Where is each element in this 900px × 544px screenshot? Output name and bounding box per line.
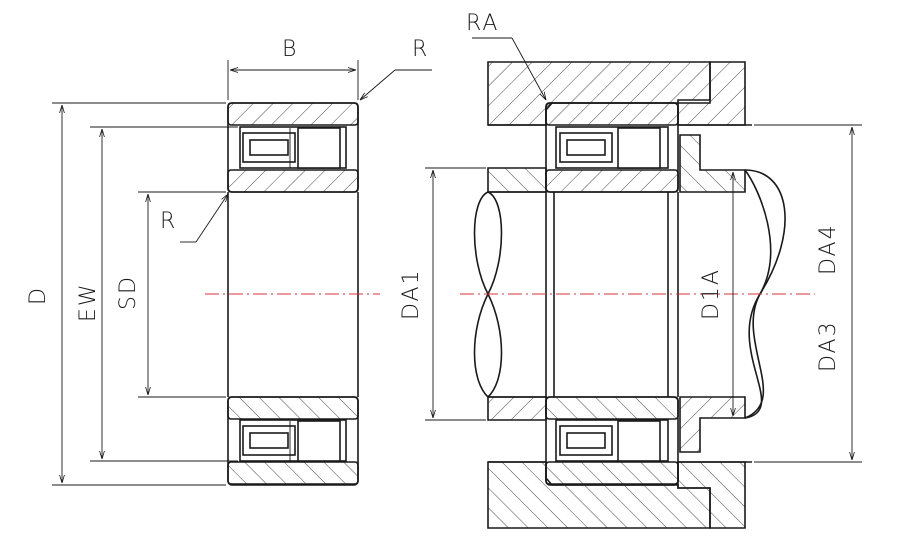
radius-leader-inner: R xyxy=(160,194,228,243)
dimension-b: B xyxy=(227,37,359,100)
right-mounting-view: RA DA1 D1A DA4 DA3 xyxy=(399,11,862,529)
label-r-top: R xyxy=(412,37,429,62)
radius-leader-top: R xyxy=(360,37,432,100)
label-ra: RA xyxy=(466,11,499,36)
radius-leader-ra: RA xyxy=(466,11,546,100)
label-sd: SD xyxy=(116,275,141,310)
label-da4: DA4 xyxy=(816,223,841,275)
dimension-da1: DA1 xyxy=(399,167,486,421)
label-b: B xyxy=(282,37,298,62)
dimension-sd: SD xyxy=(116,191,226,398)
dimension-da4-da3: DA4 DA3 xyxy=(754,124,862,463)
label-r-inner: R xyxy=(160,209,177,234)
dimension-d1a: D1A xyxy=(699,172,733,416)
dimension-d: D xyxy=(26,102,226,486)
left-bearing-view: B R R D EW xyxy=(26,37,432,486)
upper-section xyxy=(227,102,359,193)
spacer-ring-top xyxy=(679,134,746,193)
label-da3: DA3 xyxy=(816,320,841,372)
spacer-ring-bottom xyxy=(679,396,746,453)
label-da1: DA1 xyxy=(399,268,424,320)
dimension-ew: EW xyxy=(76,126,238,462)
label-d: D xyxy=(26,286,51,305)
shaft xyxy=(488,191,547,398)
lower-section xyxy=(227,396,359,486)
label-ew: EW xyxy=(76,282,101,322)
label-d1a: D1A xyxy=(699,268,724,320)
